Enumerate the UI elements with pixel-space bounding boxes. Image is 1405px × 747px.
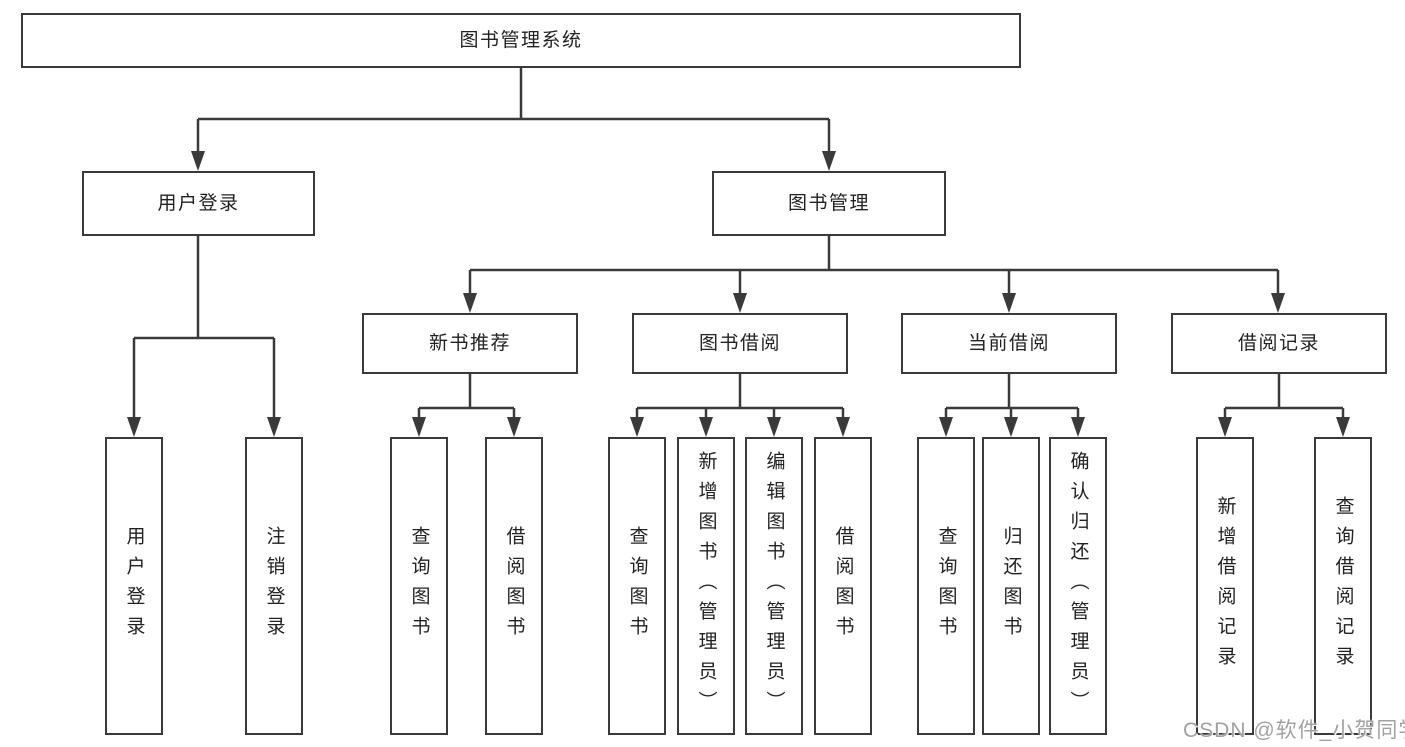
node-leaf-borrow-query-books-label: 查询图书 — [626, 526, 648, 646]
node-leaf-confirm-return-admin-label: 确认归还（管理员） — [1067, 451, 1089, 721]
node-leaf-newrec-borrow-books: 借阅图书 — [485, 437, 543, 735]
node-leaf-borrow-borrow-books: 借阅图书 — [814, 437, 872, 735]
node-leaf-return-books: 归还图书 — [982, 437, 1040, 735]
node-current-borrowing-label: 当前借阅 — [967, 333, 1050, 354]
connector-currentborrow-to-leaves — [939, 374, 1085, 437]
node-leaf-user-login-label: 用户登录 — [123, 526, 145, 646]
node-root-library-management-system: 图书管理系统 — [21, 13, 1021, 68]
node-leaf-newrec-borrow-books-label: 借阅图书 — [503, 526, 525, 646]
node-book-management-label: 图书管理 — [787, 193, 870, 214]
node-book-borrowing-label: 图书借阅 — [698, 333, 781, 354]
node-current-borrowing: 当前借阅 — [901, 313, 1117, 374]
node-book-borrowing: 图书借阅 — [632, 313, 848, 374]
node-leaf-edit-book-admin-label: 编辑图书（管理员） — [763, 451, 785, 721]
node-leaf-edit-book-admin: 编辑图书（管理员） — [745, 437, 803, 735]
connector-borrowrecords-to-leaves — [1218, 374, 1350, 437]
node-leaf-borrow-borrow-books-label: 借阅图书 — [832, 526, 854, 646]
node-leaf-return-books-label: 归还图书 — [1000, 526, 1022, 646]
connector-userlogin-to-leaves — [127, 236, 281, 437]
node-new-book-recommendation: 新书推荐 — [362, 313, 578, 374]
node-leaf-add-borrow-record: 新增借阅记录 — [1196, 437, 1254, 735]
node-leaf-newrec-query-books-label: 查询图书 — [408, 526, 430, 646]
connector-bookborrow-to-leaves — [630, 374, 850, 437]
node-book-management: 图书管理 — [712, 171, 946, 236]
node-leaf-newrec-query-books: 查询图书 — [390, 437, 448, 735]
node-leaf-query-borrow-record-label: 查询借阅记录 — [1332, 496, 1354, 676]
node-leaf-add-book-admin: 新增图书（管理员） — [677, 437, 735, 735]
connector-newbookrec-to-leaves — [412, 374, 521, 437]
node-leaf-logout-label: 注销登录 — [263, 526, 285, 646]
node-borrowing-records: 借阅记录 — [1171, 313, 1387, 374]
node-user-login: 用户登录 — [82, 171, 315, 236]
node-leaf-user-login: 用户登录 — [105, 437, 163, 735]
connector-root-to-level2 — [191, 68, 836, 171]
node-leaf-current-query-books: 查询图书 — [917, 437, 975, 735]
node-user-login-label: 用户登录 — [157, 193, 240, 214]
node-leaf-query-borrow-record: 查询借阅记录 — [1314, 437, 1372, 735]
node-leaf-borrow-query-books: 查询图书 — [608, 437, 666, 735]
node-leaf-logout: 注销登录 — [245, 437, 303, 735]
node-root-label: 图书管理系统 — [459, 30, 583, 51]
connector-bookmgmt-to-level3 — [463, 236, 1285, 313]
node-leaf-confirm-return-admin: 确认归还（管理员） — [1049, 437, 1107, 735]
node-new-book-recommendation-label: 新书推荐 — [428, 333, 511, 354]
csdn-watermark: CSDN @软件_小贺同学 — [1183, 719, 1405, 742]
node-leaf-current-query-books-label: 查询图书 — [935, 526, 957, 646]
node-borrowing-records-label: 借阅记录 — [1237, 333, 1320, 354]
node-leaf-add-borrow-record-label: 新增借阅记录 — [1214, 496, 1236, 676]
node-leaf-add-book-admin-label: 新增图书（管理员） — [695, 451, 717, 721]
